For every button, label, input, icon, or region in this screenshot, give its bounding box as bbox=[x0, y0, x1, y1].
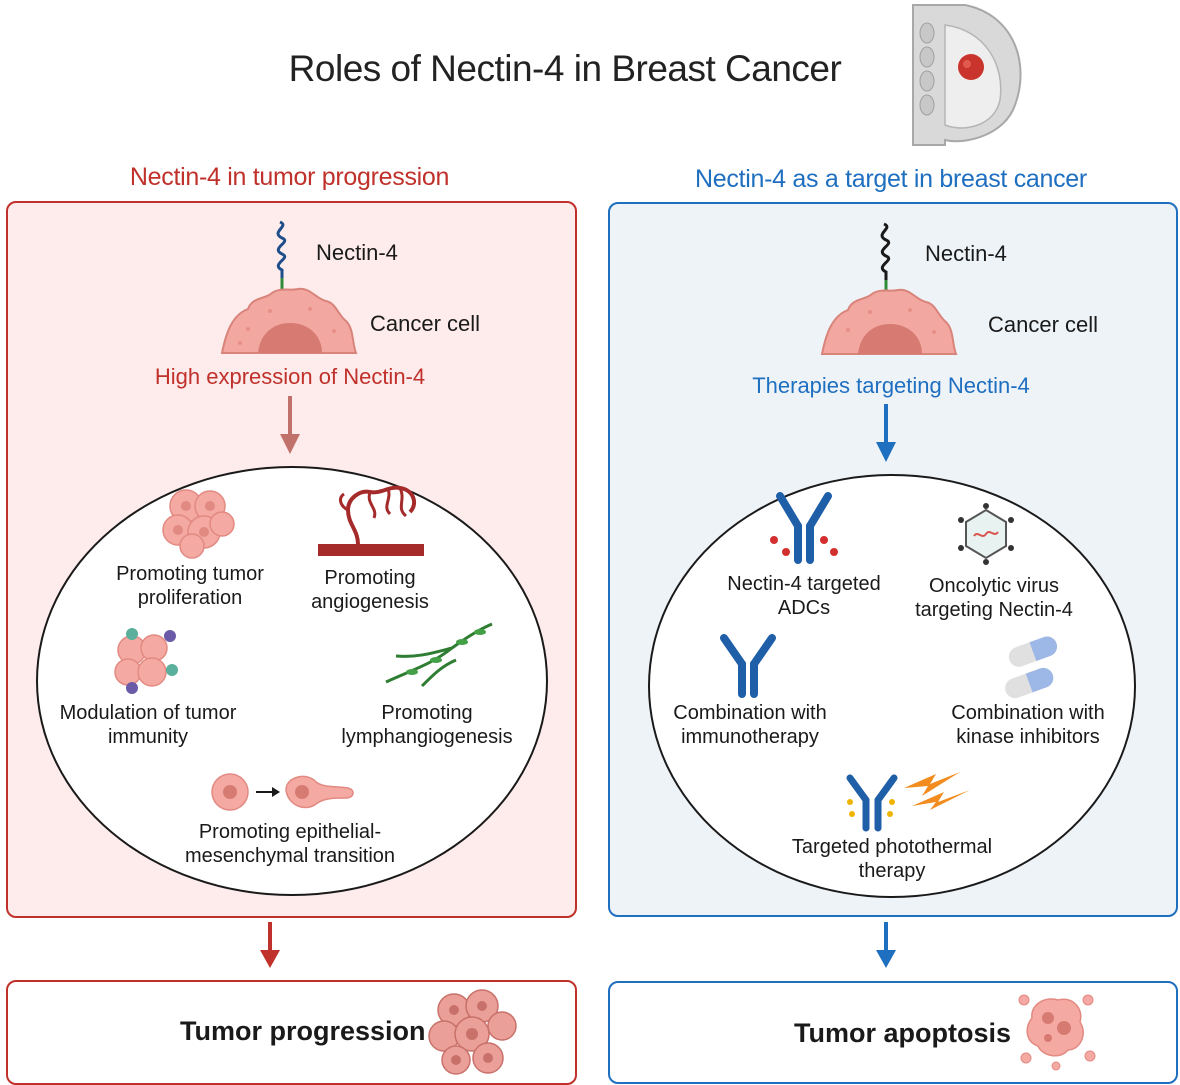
nectin-receptor-icon bbox=[276, 220, 287, 294]
item-lymphangiogenesis-line2: lymphangiogenesis bbox=[341, 726, 513, 748]
lightning-icon bbox=[904, 772, 970, 810]
apoptotic-cell-icon bbox=[1018, 994, 1096, 1071]
item-lymphangiogenesis-line1: Promoting bbox=[381, 702, 473, 724]
item-virus: Oncolytic virus targeting Nectin-4 bbox=[904, 574, 1084, 622]
left-cell-label: Cancer cell bbox=[370, 311, 481, 336]
left-subheading: High expression of Nectin-4 bbox=[154, 364, 426, 389]
cancer-cell-icon bbox=[220, 287, 358, 354]
cell-cluster-icon bbox=[162, 489, 235, 559]
item-immunity-line2: immunity bbox=[107, 726, 188, 748]
item-photothermal: Targeted photothermal therapy bbox=[782, 835, 1002, 883]
virus-icon bbox=[958, 503, 1014, 565]
antibody-drug-conjugate-icon bbox=[770, 492, 838, 564]
page-title: Roles of Nectin-4 in Breast Cancer bbox=[288, 48, 842, 89]
right-subheading: Therapies targeting Nectin-4 bbox=[752, 373, 1030, 398]
right-cell-label: Cancer cell bbox=[988, 312, 1099, 337]
item-emt-line1: Promoting epithelial- bbox=[198, 821, 382, 843]
tumor-mass-icon bbox=[428, 989, 517, 1075]
item-virus-line1: Oncolytic virus bbox=[928, 575, 1060, 597]
item-photothermal-line2: therapy bbox=[858, 860, 926, 882]
item-angiogenesis-line1: Promoting bbox=[324, 567, 416, 589]
item-proliferation: Promoting tumor proliferation bbox=[100, 562, 280, 610]
arrow-down-icon bbox=[260, 922, 280, 968]
item-immuno: Combination with immunotherapy bbox=[660, 701, 840, 749]
left-panel-heading: Nectin-4 in tumor progression bbox=[129, 163, 450, 191]
item-immunity: Modulation of tumor immunity bbox=[48, 701, 248, 749]
item-proliferation-line2: proliferation bbox=[137, 587, 243, 609]
right-therapies-oval bbox=[648, 474, 1136, 898]
lymph-vessel-icon bbox=[385, 622, 493, 688]
antibody-icon bbox=[720, 634, 776, 698]
immune-cells-icon bbox=[114, 628, 178, 694]
breast-icon bbox=[912, 4, 1022, 146]
left-receptor-label: Nectin-4 bbox=[316, 240, 398, 265]
item-lymphangiogenesis: Promoting lymphangiogenesis bbox=[332, 701, 522, 749]
arrow-down-icon bbox=[876, 922, 896, 968]
right-panel-heading: Nectin-4 as a target in breast cancer bbox=[695, 165, 1087, 193]
left-outcome-label: Tumor progression bbox=[180, 1016, 426, 1046]
item-adcs-line2: ADCs bbox=[777, 597, 831, 619]
item-emt-line2: mesenchymal transition bbox=[184, 845, 396, 867]
item-immunity-line1: Modulation of tumor bbox=[59, 702, 237, 724]
capsule-icon bbox=[1005, 636, 1058, 699]
item-adcs-line1: Nectin-4 targeted bbox=[727, 573, 881, 595]
antibody-icon bbox=[846, 774, 898, 832]
arrow-down-icon bbox=[876, 404, 896, 462]
right-receptor-label: Nectin-4 bbox=[925, 241, 1007, 266]
arrow-down-icon bbox=[280, 396, 300, 454]
cancer-cell-icon bbox=[820, 288, 958, 355]
blood-vessel-icon bbox=[318, 485, 424, 556]
item-immuno-line1: Combination with bbox=[673, 702, 827, 724]
right-outcome-label: Tumor apoptosis bbox=[794, 1018, 1012, 1048]
item-photothermal-line1: Targeted photothermal bbox=[791, 836, 993, 858]
item-proliferation-line1: Promoting tumor bbox=[116, 563, 264, 585]
item-angiogenesis-line2: angiogenesis bbox=[311, 591, 429, 613]
item-angiogenesis: Promoting angiogenesis bbox=[295, 566, 445, 614]
item-emt: Promoting epithelial- mesenchymal transi… bbox=[180, 820, 400, 868]
emt-cells-icon bbox=[211, 773, 354, 811]
item-kinase-line1: Combination with bbox=[951, 702, 1105, 724]
item-adcs: Nectin-4 targeted ADCs bbox=[716, 572, 892, 620]
item-virus-line2: targeting Nectin-4 bbox=[915, 599, 1073, 621]
item-kinase: Combination with kinase inhibitors bbox=[938, 701, 1118, 749]
item-immuno-line2: immunotherapy bbox=[681, 726, 819, 748]
item-kinase-line2: kinase inhibitors bbox=[956, 726, 1100, 748]
